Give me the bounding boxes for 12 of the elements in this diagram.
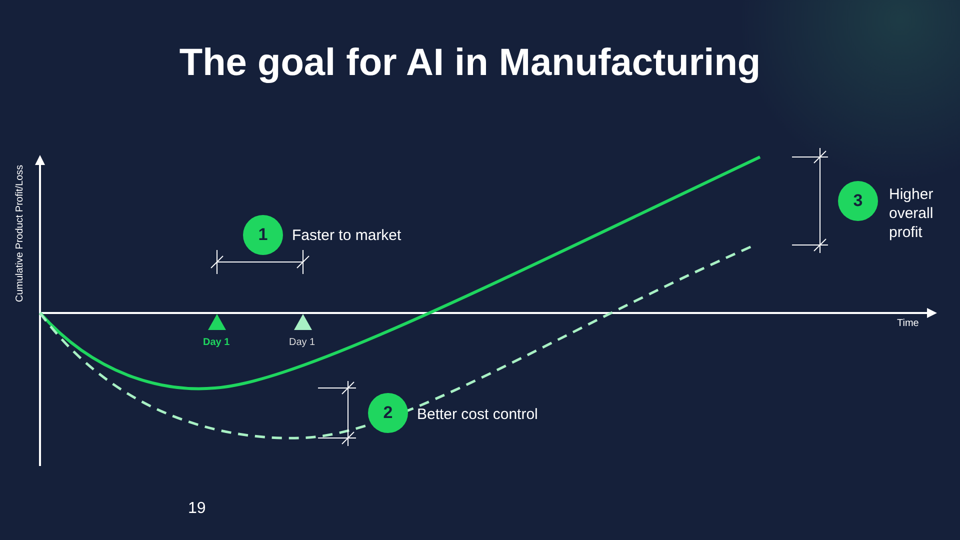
number-circle: 1 [243, 215, 283, 255]
callout-text: Faster to market [292, 227, 402, 244]
day-label: Day 1 [289, 337, 316, 348]
axis-label: Cumulative Product Profit/Loss [14, 164, 26, 304]
number-circle: 3 [838, 181, 878, 221]
callout-text: Higher overall profit [889, 185, 934, 242]
page-number: 19 [188, 500, 206, 518]
callout-text: Better cost control [417, 406, 538, 423]
title: The goal for AI in Manufacturing [178, 42, 762, 85]
day-label: Day 1 [203, 337, 230, 348]
axis-label: Time [897, 318, 919, 329]
number-circle: 2 [368, 393, 408, 433]
